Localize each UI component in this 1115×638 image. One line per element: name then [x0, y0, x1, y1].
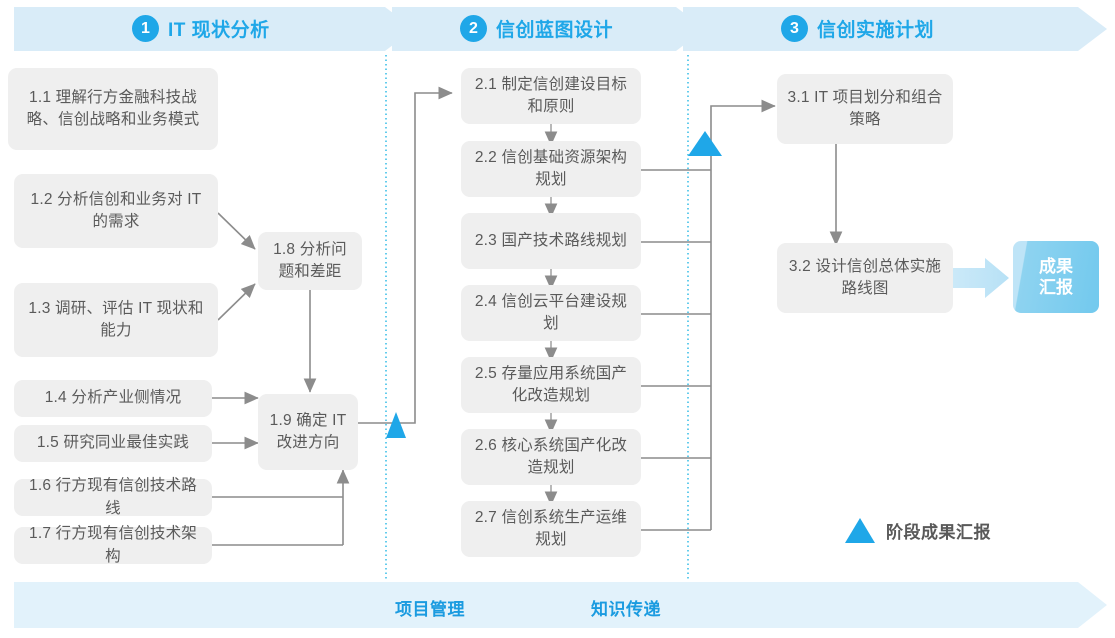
- phase-title-3: 信创实施计划: [817, 20, 935, 41]
- footer-label-knowledge-transfer[interactable]: 知识传递: [591, 600, 661, 619]
- node-2-2[interactable]: 2.2 信创基础资源架构规划: [461, 141, 641, 197]
- phase-title-2: 信创蓝图设计: [496, 20, 614, 41]
- phase-title-1: IT 现状分析: [168, 20, 270, 41]
- phase-header-2[interactable]: 2 信创蓝图设计: [460, 15, 613, 42]
- result-badge-line1: 成果: [1039, 256, 1073, 276]
- phase-header-3[interactable]: 3 信创实施计划: [781, 15, 934, 42]
- phase-number-2: 2: [460, 15, 487, 42]
- footer-label-project-management[interactable]: 项目管理: [395, 600, 465, 619]
- result-badge[interactable]: 成果 汇报: [1013, 241, 1099, 313]
- node-1-1[interactable]: 1.1 理解行方金融科技战略、信创战略和业务模式: [8, 68, 218, 150]
- node-1-9[interactable]: 1.9 确定 IT 改进方向: [258, 394, 358, 470]
- node-1-8[interactable]: 1.8 分析问题和差距: [258, 232, 362, 290]
- legend-milestone-label: 阶段成果汇报: [886, 523, 991, 542]
- node-3-2[interactable]: 3.2 设计信创总体实施路线图: [777, 243, 953, 313]
- legend-milestone: 阶段成果汇报: [845, 518, 991, 543]
- node-2-7[interactable]: 2.7 信创系统生产运维规划: [461, 501, 641, 557]
- milestone-triangle-phase2: [688, 131, 722, 156]
- milestone-triangle-phase1: [386, 412, 406, 438]
- node-2-5[interactable]: 2.5 存量应用系统国产化改造规划: [461, 357, 641, 413]
- node-2-1[interactable]: 2.1 制定信创建设目标和原则: [461, 68, 641, 124]
- phase-number-3: 3: [781, 15, 808, 42]
- blue-triangle-icon: [845, 518, 875, 543]
- result-arrow: [953, 258, 1009, 298]
- node-2-3[interactable]: 2.3 国产技术路线规划: [461, 213, 641, 269]
- node-1-3[interactable]: 1.3 调研、评估 IT 现状和能力: [14, 283, 218, 357]
- result-badge-line2: 汇报: [1039, 278, 1073, 297]
- node-1-4[interactable]: 1.4 分析产业侧情况: [14, 380, 212, 417]
- node-2-6[interactable]: 2.6 核心系统国产化改造规划: [461, 429, 641, 485]
- node-1-5[interactable]: 1.5 研究同业最佳实践: [14, 425, 212, 462]
- phase-header-1[interactable]: 1 IT 现状分析: [132, 15, 270, 42]
- node-2-4[interactable]: 2.4 信创云平台建设规划: [461, 285, 641, 341]
- phase-number-1: 1: [132, 15, 159, 42]
- node-1-6[interactable]: 1.6 行方现有信创技术路线: [14, 477, 212, 517]
- node-3-1[interactable]: 3.1 IT 项目划分和组合策略: [777, 74, 953, 144]
- node-1-7[interactable]: 1.7 行方现有信创技术架构: [14, 525, 212, 565]
- node-1-2[interactable]: 1.2 分析信创和业务对 IT 的需求: [14, 174, 218, 248]
- footer-band: [14, 582, 1107, 628]
